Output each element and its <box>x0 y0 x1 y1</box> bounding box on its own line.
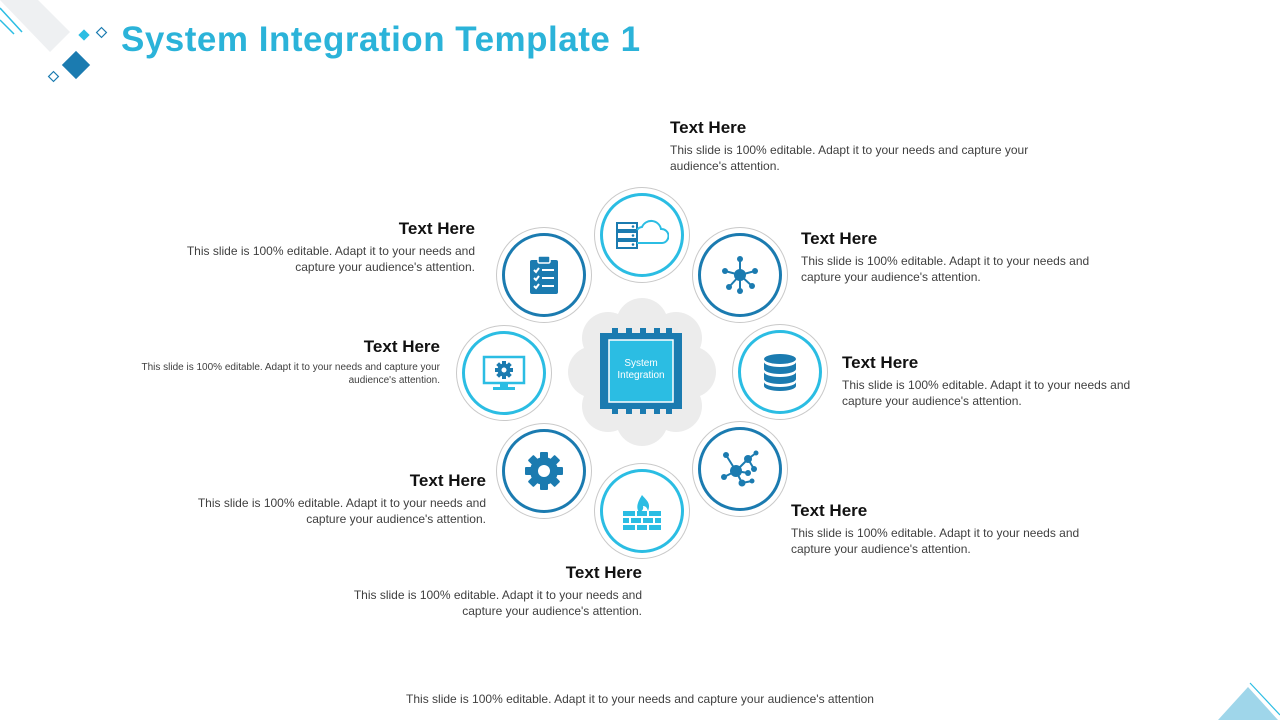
node-upper-left-circle <box>502 233 586 317</box>
node-left-body: This slide is 100% editable. Adapt it to… <box>141 362 440 386</box>
node-right-body: This slide is 100% editable. Adapt it to… <box>842 378 1131 408</box>
database-icon <box>764 354 796 391</box>
node-left-circle <box>462 331 546 415</box>
monitor-gear-icon <box>482 355 526 390</box>
node-top-text: Text Here This slide is 100% editable. A… <box>670 118 1050 174</box>
node-right-circle <box>738 330 822 414</box>
node-bottom-circle <box>600 469 684 553</box>
node-lower-right-body: This slide is 100% editable. Adapt it to… <box>791 526 1080 556</box>
node-right-heading: Text Here <box>842 353 919 372</box>
node-lower-right-circle <box>698 427 782 511</box>
node-lower-left-body: This slide is 100% editable. Adapt it to… <box>197 496 486 526</box>
node-top-body: This slide is 100% editable. Adapt it to… <box>670 143 1029 173</box>
clipboard-checklist-icon <box>530 255 558 294</box>
node-upper-left-text: Text Here This slide is 100% editable. A… <box>145 219 475 275</box>
corner-decoration <box>0 0 108 83</box>
node-lower-right-text: Text Here This slide is 100% editable. A… <box>791 501 1121 557</box>
bottom-right-triangle-decoration <box>1218 682 1280 720</box>
node-right-text: Text Here This slide is 100% editable. A… <box>842 353 1172 409</box>
node-left-heading: Text Here <box>363 337 440 356</box>
node-lower-left-heading: Text Here <box>409 471 486 490</box>
node-lower-left-text: Text Here This slide is 100% editable. A… <box>156 471 486 527</box>
molecule-network-icon <box>721 450 759 487</box>
node-bottom-text: Text Here This slide is 100% editable. A… <box>312 563 642 619</box>
center-label: System Integration <box>617 358 665 381</box>
node-bottom-heading: Text Here <box>565 563 642 582</box>
node-bottom-body: This slide is 100% editable. Adapt it to… <box>353 588 642 618</box>
node-upper-right-text: Text Here This slide is 100% editable. A… <box>801 229 1131 285</box>
footer-note: This slide is 100% editable. Adapt it to… <box>406 692 874 706</box>
node-lower-right-heading: Text Here <box>791 501 868 520</box>
node-upper-right-body: This slide is 100% editable. Adapt it to… <box>801 254 1090 284</box>
server-cloud-icon <box>616 219 669 249</box>
node-upper-right-circle <box>698 233 782 317</box>
node-top-heading: Text Here <box>670 118 747 137</box>
node-upper-left-heading: Text Here <box>398 219 475 238</box>
firewall-icon <box>623 495 661 530</box>
network-hub-icon <box>722 256 758 294</box>
node-lower-left-circle <box>502 429 586 513</box>
slide-title: System Integration Template 1 <box>121 20 641 59</box>
gear-icon <box>525 452 563 490</box>
node-left-text: Text Here This slide is 100% editable. A… <box>110 337 440 387</box>
node-top-circle <box>600 193 684 277</box>
node-upper-right-heading: Text Here <box>801 229 878 248</box>
node-upper-left-body: This slide is 100% editable. Adapt it to… <box>186 244 475 274</box>
chip-icon <box>600 328 682 414</box>
